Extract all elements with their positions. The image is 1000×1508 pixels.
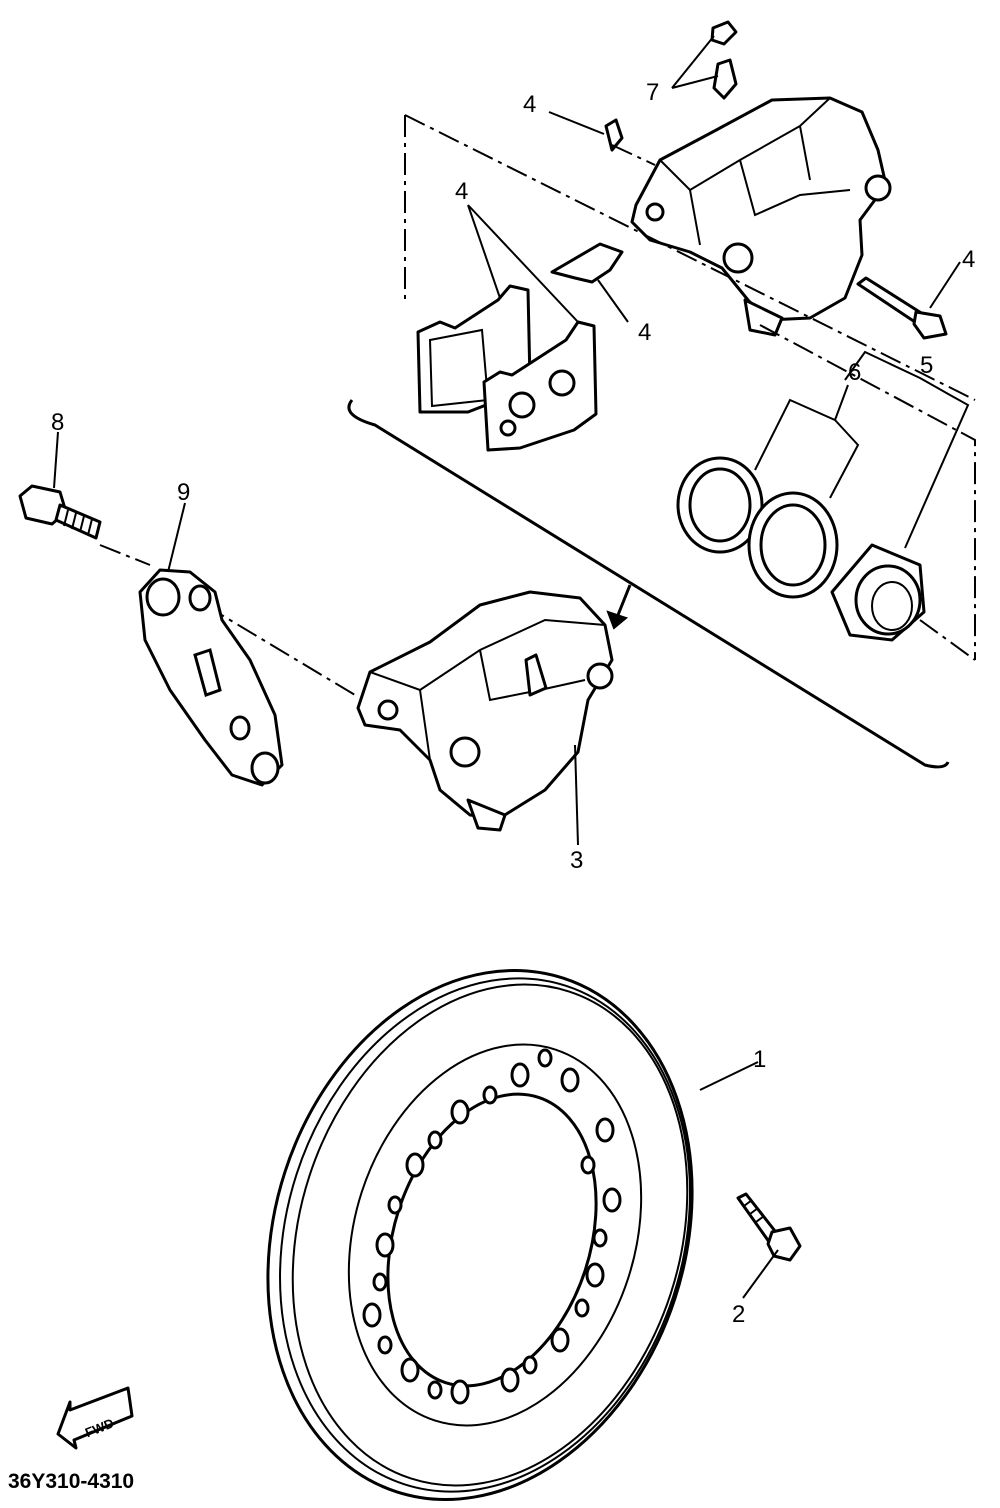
diagram-code: 36Y310-4310	[8, 1470, 134, 1493]
label-caliper: 3	[570, 847, 583, 874]
assembly-lines	[99, 114, 976, 696]
exploded-caliper-body	[630, 96, 892, 337]
label-piston-kit: 5	[920, 352, 933, 379]
label-bracket: 9	[177, 479, 190, 506]
label-pin: 4	[962, 246, 975, 273]
label-spring: 4	[638, 319, 651, 346]
piston-seals	[676, 456, 839, 599]
brake-disc	[266, 969, 694, 1501]
pad-pin	[856, 276, 948, 340]
label-bleeder: 7	[646, 79, 659, 106]
disc-cooling-holes	[362, 1048, 622, 1405]
label-bracket-bolt: 8	[51, 409, 64, 436]
disc-bolt	[736, 1192, 802, 1262]
forward-arrow-icon: FWD	[56, 1386, 134, 1450]
pad-spring	[550, 242, 624, 284]
brake-pads	[416, 284, 598, 452]
retaining-clip	[604, 118, 624, 152]
label-clip: 4	[523, 91, 536, 118]
leader-lines	[53, 35, 970, 1299]
label-disc: 1	[753, 1046, 766, 1073]
label-seal-kit: 6	[848, 359, 861, 386]
caliper-assembly	[356, 590, 614, 832]
caliper-bracket	[138, 568, 284, 787]
label-disc-bolt: 2	[732, 1301, 745, 1328]
label-pads: 4	[455, 178, 468, 205]
group-bracket	[347, 399, 950, 769]
bleeder-screw	[710, 20, 738, 100]
caliper-piston	[830, 543, 926, 642]
bracket-bolt	[18, 484, 102, 540]
